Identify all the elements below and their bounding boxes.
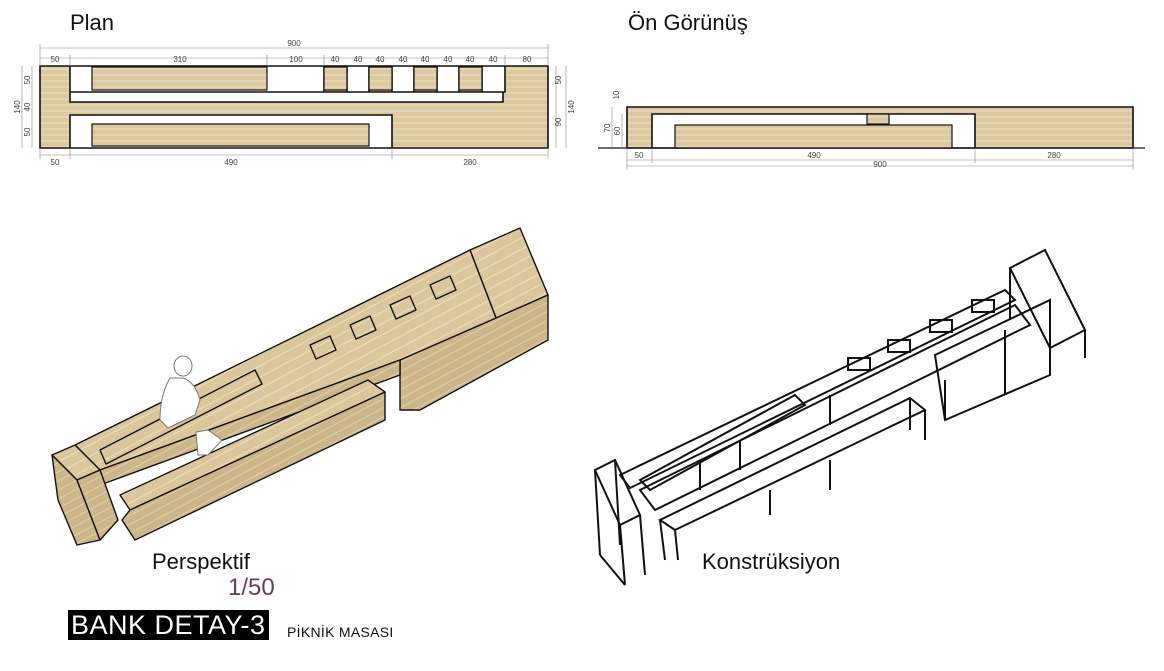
frame-stool-4 <box>971 299 995 313</box>
frame-stool-2 <box>887 339 911 353</box>
plan-dimension-lines <box>21 44 567 159</box>
plan-stool-2 <box>368 66 393 91</box>
stool-3 <box>389 295 417 320</box>
plan-dim: 40 <box>331 55 340 64</box>
plan-dim: 40 <box>444 55 453 64</box>
construction-view <box>593 248 1087 586</box>
plan-dim: 40 <box>466 55 475 64</box>
plan-title: Plan <box>70 10 115 35</box>
frame-table <box>618 288 1017 490</box>
plan-dim: 40 <box>354 55 363 64</box>
frame-table-inner <box>638 303 1032 512</box>
front-view: 10 70 60 50 490 280 900 <box>598 90 1145 170</box>
stool-1 <box>309 335 337 360</box>
plan-dim: 310 <box>173 55 187 64</box>
plan-dim: 40 <box>399 55 408 64</box>
stool-2 <box>349 315 377 340</box>
plan-dim: 490 <box>224 158 238 167</box>
plan-view: 900 50 310 100 40 40 40 40 40 40 40 40 8… <box>13 39 576 167</box>
sheet-title: BANK DETAY-3 <box>68 610 269 640</box>
plan-stool-4 <box>458 66 483 91</box>
plan-dim: 40 <box>376 55 385 64</box>
front-table-leg <box>866 113 890 125</box>
left-block-front <box>51 454 101 546</box>
plan-dim: 50 <box>51 55 60 64</box>
plan-dim: 90 <box>554 117 563 126</box>
left-block-side <box>76 469 119 541</box>
front-dim: 10 <box>612 90 621 99</box>
perspective-title: Perspektif <box>152 549 250 574</box>
plan-bench-top <box>91 66 268 91</box>
plan-dim-total: 900 <box>287 39 301 48</box>
construction-title: Konstrüksiyon <box>702 549 841 574</box>
front-dim: 50 <box>635 151 644 160</box>
front-bench <box>674 124 953 149</box>
front-dim: 280 <box>1047 151 1061 160</box>
plan-dim: 40 <box>489 55 498 64</box>
stool-4 <box>429 275 457 300</box>
frame-back-bench <box>638 393 807 492</box>
front-dimension-lines <box>611 107 1134 170</box>
sheet-subtitle: PİKNİK MASASI <box>287 624 394 640</box>
plan-dim: 50 <box>23 75 32 84</box>
perspective-view <box>51 227 549 546</box>
plan-dim: 280 <box>463 158 477 167</box>
front-dim: 70 <box>603 123 612 132</box>
frame-right-end <box>1008 248 1087 350</box>
plan-dim: 50 <box>51 158 60 167</box>
plan-dim: 140 <box>13 100 22 114</box>
front-dim: 490 <box>807 151 821 160</box>
front-dim: 60 <box>613 126 622 135</box>
plan-stool-1 <box>323 66 348 91</box>
scale-label: 1/50 <box>228 574 275 601</box>
plan-dim: 40 <box>23 102 32 111</box>
frame-stool-1 <box>847 357 871 371</box>
plan-dim: 80 <box>523 55 532 64</box>
plan-dim: 140 <box>567 100 576 114</box>
plan-dim: 100 <box>289 55 303 64</box>
person-silhouette <box>159 355 223 456</box>
plan-dim: 50 <box>554 75 563 84</box>
plan-stool-3 <box>413 66 438 91</box>
front-bench-side <box>121 391 386 541</box>
front-dim-total: 900 <box>873 160 887 169</box>
plan-bench-bottom <box>91 123 370 147</box>
frame-right-box <box>933 298 1051 422</box>
plan-dim: 40 <box>421 55 430 64</box>
plan-dim: 50 <box>23 127 32 136</box>
front-view-title: Ön Görünüş <box>628 10 748 35</box>
frame-stool-3 <box>929 319 953 333</box>
